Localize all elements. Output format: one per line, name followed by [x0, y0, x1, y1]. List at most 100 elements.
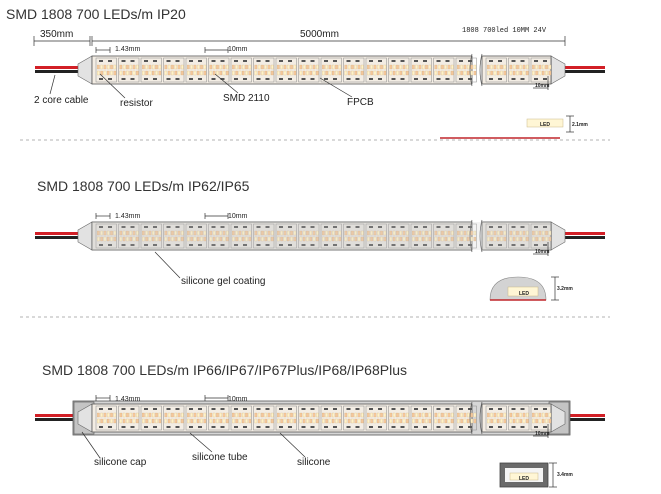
led-chip [347, 412, 351, 418]
led-chip [367, 70, 370, 76]
resistor-chip [256, 60, 261, 62]
leader-silicone [279, 432, 306, 458]
led-chip [325, 230, 328, 236]
led-chip [338, 230, 342, 236]
led-chip [187, 236, 190, 242]
led-chip [155, 64, 158, 70]
led-chip [110, 64, 113, 70]
end-width-label-1: 10mm [535, 83, 550, 89]
resistor-chip [324, 408, 328, 410]
led-chip [447, 64, 451, 70]
resistor-chip [189, 226, 193, 228]
segment-cell [95, 57, 117, 83]
led-chip [457, 412, 460, 418]
resistor-chip [220, 78, 225, 80]
resistor-chip [459, 244, 463, 246]
led-chip [392, 412, 396, 418]
led-chip [460, 412, 463, 418]
led-chip [447, 70, 451, 76]
cable-black-right-2 [565, 236, 605, 239]
led-chip [197, 70, 200, 76]
led-chip [389, 70, 393, 76]
resistor-chip [301, 244, 306, 246]
resistor-chip [144, 408, 148, 410]
led-chip [338, 236, 342, 242]
led-chip [490, 64, 493, 70]
led-chip [437, 230, 441, 236]
resistor-chip [288, 244, 292, 246]
resistor-chip [378, 226, 382, 228]
led-chip [293, 418, 297, 424]
resistor-chip [265, 226, 270, 228]
segment-cell [410, 405, 432, 431]
led-chip [457, 418, 460, 424]
led-chip [535, 412, 538, 418]
led-chip [164, 412, 168, 418]
led-chip [412, 412, 415, 418]
resistor-chip [211, 408, 216, 410]
spec-label: 1808 700led 10MM 24V [462, 27, 547, 35]
led-chip [235, 230, 238, 236]
led-chip [222, 412, 226, 418]
resistor-chip [301, 78, 306, 80]
led-chip [516, 412, 519, 418]
resistor-chip [211, 426, 216, 428]
led-chip [167, 70, 171, 76]
led-chip [418, 64, 422, 70]
led-chip [254, 70, 258, 76]
resistor-chip [198, 78, 202, 80]
segment-cell [208, 57, 230, 83]
led-chip [280, 64, 283, 70]
resistor-chip [459, 60, 463, 62]
resistor-chip [414, 226, 418, 228]
segment-cell [530, 223, 552, 249]
led-chip [103, 418, 107, 424]
led-chip [351, 70, 354, 76]
led-chip [110, 418, 113, 424]
led-chip [357, 236, 361, 242]
led-chip [174, 412, 178, 418]
led-chip [293, 64, 297, 70]
thickness-label-2: 3.2mm [557, 286, 573, 292]
led-chip [148, 412, 152, 418]
led-chip [463, 418, 467, 424]
led-chip [347, 418, 351, 424]
resistor-chip [324, 60, 328, 62]
led-chip [129, 70, 133, 76]
led-chip [325, 64, 328, 70]
led-chip [415, 418, 418, 424]
led-chip [457, 64, 460, 70]
resistor-chip [400, 60, 405, 62]
led-chip [119, 236, 123, 242]
led-chip [460, 236, 463, 242]
led-chip [377, 418, 380, 424]
led-chip [261, 412, 264, 418]
led-chip [238, 64, 242, 70]
cable-black-right-1 [565, 70, 605, 73]
led-chip [219, 70, 223, 76]
led-chip [344, 70, 348, 76]
led-chip [509, 64, 513, 70]
resistor-chip [301, 226, 306, 228]
cable-red-right-1 [565, 66, 605, 69]
resistor-chip [256, 226, 261, 228]
led-chip [242, 64, 245, 70]
led-chip [493, 412, 497, 418]
led-chip [428, 64, 432, 70]
resistor-chip [175, 226, 180, 228]
end-sleeve-right-1 [550, 55, 566, 85]
resistor-chip [400, 226, 405, 228]
resistor-chip [459, 426, 463, 428]
led-chip [463, 70, 467, 76]
resistor-chip [99, 426, 103, 428]
led-chip [302, 412, 306, 418]
led-chip [103, 412, 107, 418]
led-chip [106, 412, 110, 418]
led-chip [519, 70, 522, 76]
led-chip [487, 64, 490, 70]
led-chip [412, 418, 415, 424]
led-chip [290, 64, 293, 70]
led-chip [316, 418, 319, 424]
led-chip [142, 236, 145, 242]
resistor-chip [189, 426, 193, 428]
